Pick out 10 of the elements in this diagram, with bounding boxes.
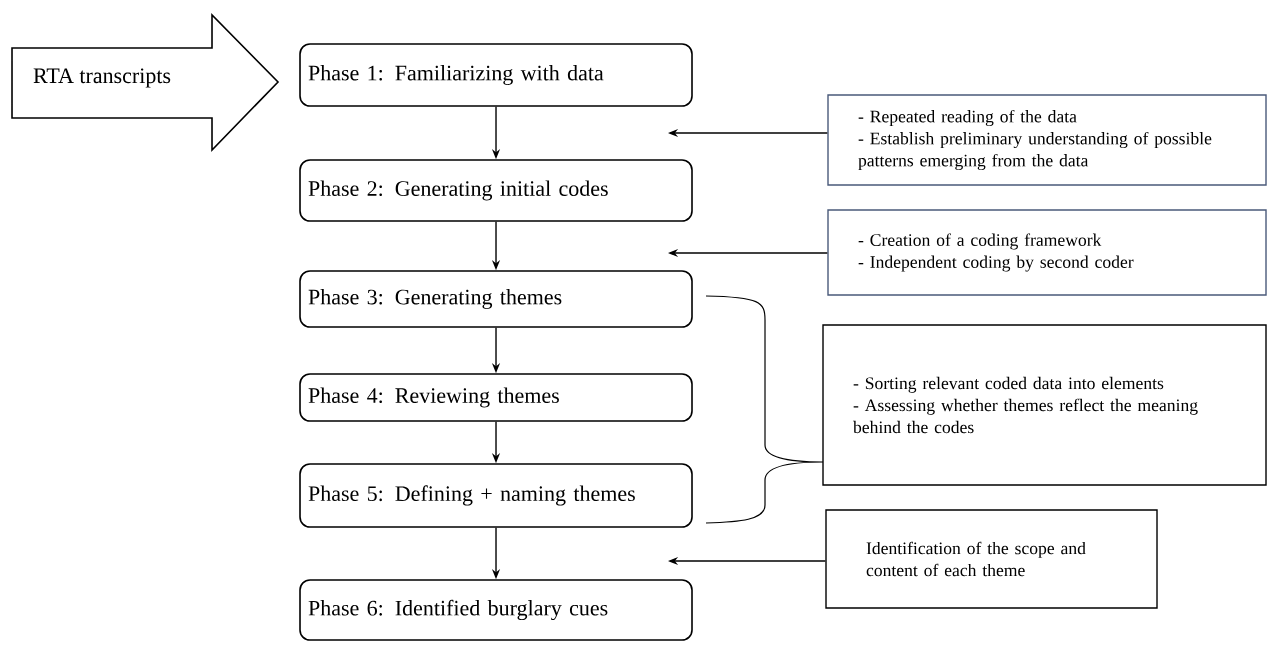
note-box: - Sorting relevant coded data into elements - Assessing whether themes reflect the meaning behind the codes [822, 324, 1267, 486]
process-box: Phase 1: Familiarizing with data [299, 43, 693, 107]
process-box: Phase 2: Generating initial codes [299, 159, 693, 222]
process-box: Phase 3: Generating themes [299, 270, 693, 328]
note-box: - Repeated reading of the data - Establish preliminary understanding of possible patterns emerging from the data [827, 94, 1267, 186]
note-box: - Creation of a coding framework - Independent coding by second coder [827, 209, 1267, 296]
process-box: Phase 6: Identified burglary cues [299, 579, 693, 641]
note-box: Identification of the scope and content of each theme [825, 509, 1158, 609]
process-box: Phase 4: Reviewing themes [299, 373, 693, 422]
process-box: Phase 5: Defining + naming themes [299, 463, 693, 528]
